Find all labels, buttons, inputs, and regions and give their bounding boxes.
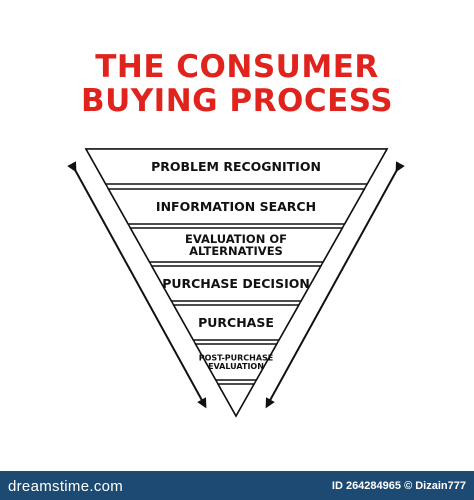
funnel-layer-2-label: INFORMATION SEARCH bbox=[156, 199, 316, 214]
funnel-layer-6 bbox=[194, 343, 279, 381]
footer-brand: dreamstime.com bbox=[8, 478, 124, 495]
footer-id-author: ID 264284965 © Dizain777 bbox=[332, 480, 466, 492]
right-double-arrow bbox=[265, 161, 405, 409]
funnel-tip bbox=[216, 383, 256, 418]
funnel-layer-5-label: PURCHASE bbox=[198, 315, 274, 330]
left-double-arrow bbox=[67, 161, 207, 409]
stock-footer-bar: dreamstime.com ID 264284965 © Dizain777 bbox=[0, 471, 474, 500]
funnel-layer-4-label: PURCHASE DECISION bbox=[162, 276, 310, 291]
footer-author: © Dizain777 bbox=[404, 480, 466, 492]
footer-image-id: ID 264284965 bbox=[331, 480, 402, 492]
diagram-title-line-1: THE CONSUMER bbox=[95, 49, 379, 85]
diagram-title-line-2: BUYING PROCESS bbox=[80, 83, 394, 119]
funnel-layer-1-label: PROBLEM RECOGNITION bbox=[151, 159, 321, 174]
